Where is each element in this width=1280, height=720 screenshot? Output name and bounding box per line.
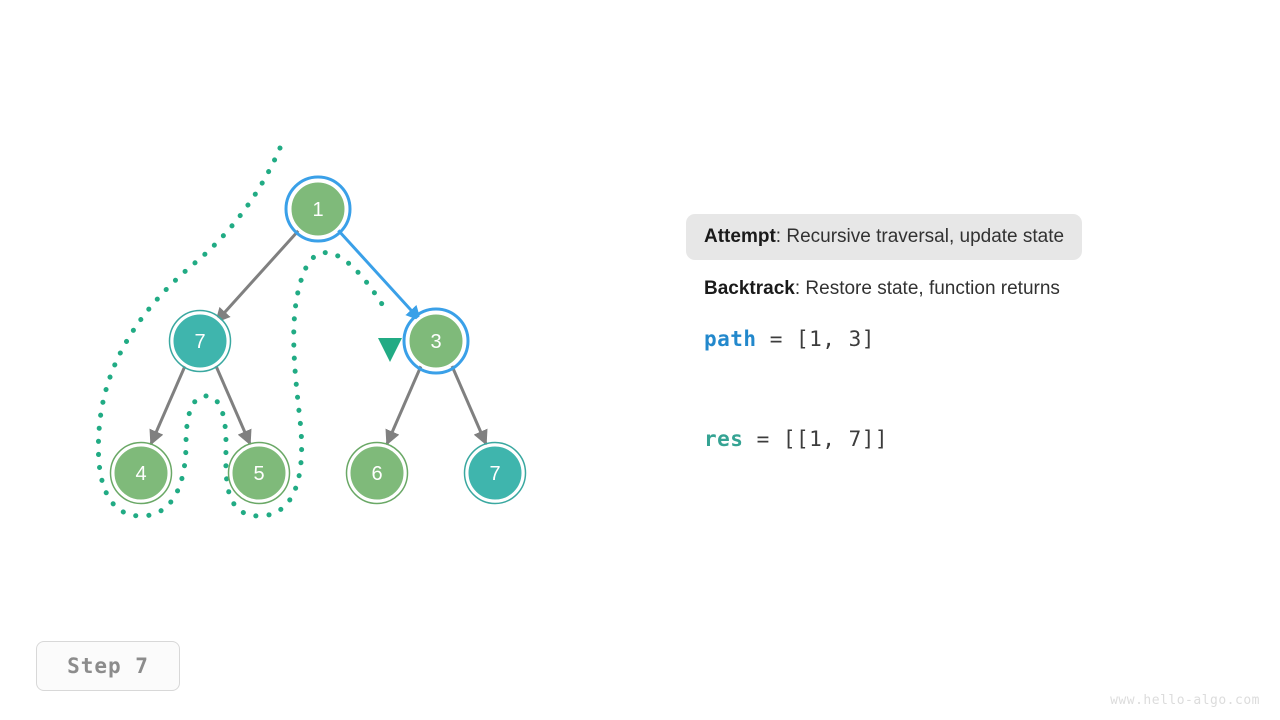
node-6-circle [347, 443, 407, 503]
attempt-text: Recursive traversal, update state [786, 226, 1065, 247]
info-panel: Attempt: Recursive traversal, update sta… [686, 214, 1206, 451]
path-value: [1, 3] [796, 327, 875, 352]
tree-diagram: 1 7 3 4 5 6 7 [95, 145, 527, 519]
tree-node-6[interactable]: 6 [345, 441, 409, 505]
res-equals: = [743, 427, 783, 452]
node-6-outline [345, 441, 409, 505]
node-4-circle [111, 443, 171, 503]
node-3-circle [406, 311, 466, 371]
node-3-highlight-ring [402, 307, 470, 375]
tree-edges [149, 228, 488, 446]
edge-3-to-7r [450, 365, 488, 446]
attempt-separator: : [775, 226, 787, 247]
node-5-outline [227, 441, 291, 505]
attempt-row: Attempt: Recursive traversal, update sta… [686, 214, 1083, 260]
tree-node-4[interactable]: 4 [109, 441, 173, 505]
tree-node-5[interactable]: 5 [227, 441, 291, 505]
res-variable-name: res [704, 427, 744, 452]
node-7l-outline [168, 309, 232, 373]
res-state-row: res = [[1, 7]] [686, 427, 1206, 451]
step-badge: Step 7 [36, 641, 180, 691]
node-7l-label: 7 [194, 331, 205, 353]
node-7r-circle [465, 443, 525, 503]
tree-node-7-left[interactable]: 7 [168, 309, 232, 373]
node-5-label: 5 [253, 463, 264, 485]
tree-node-7-right[interactable]: 7 [463, 441, 527, 505]
edge-3-to-6 [385, 365, 423, 446]
node-6-label: 6 [371, 463, 382, 485]
node-3-label: 3 [430, 331, 441, 353]
attempt-key: Attempt [704, 226, 776, 247]
node-7r-label: 7 [489, 463, 500, 485]
watermark: www.hello-algo.com [1110, 693, 1260, 708]
edge-1-to-7 [214, 228, 301, 324]
tree-node-1[interactable]: 1 [284, 175, 352, 243]
tree-svg: 1 7 3 4 5 6 7 [95, 145, 527, 519]
path-variable-name: path [704, 327, 757, 352]
path-state-row: path = [1, 3] [686, 327, 1206, 351]
node-1-label: 1 [312, 199, 323, 221]
res-value: [[1, 7]] [782, 427, 889, 452]
node-1-highlight-ring [284, 175, 352, 243]
node-7r-outline [463, 441, 527, 505]
edge-1-to-3 [336, 228, 422, 322]
tree-node-3[interactable]: 3 [402, 307, 470, 375]
node-5-circle [229, 443, 289, 503]
dotted-traversal-path [95, 145, 402, 519]
path-equals: = [756, 327, 797, 352]
traversal-arrowhead-icon [378, 338, 402, 362]
node-1-circle [288, 179, 348, 239]
backtrack-key: Backtrack [704, 277, 795, 299]
edge-7-to-4 [149, 365, 187, 446]
backtrack-row: Backtrack: Restore state, function retur… [686, 266, 1078, 312]
node-7l-circle [170, 311, 230, 371]
node-4-outline [109, 441, 173, 505]
node-4-label: 4 [135, 463, 146, 485]
edge-7-to-5 [214, 365, 252, 446]
step-badge-label: Step 7 [67, 654, 149, 678]
backtrack-text: Restore state, function returns [805, 277, 1060, 299]
backtrack-separator: : [794, 277, 806, 299]
